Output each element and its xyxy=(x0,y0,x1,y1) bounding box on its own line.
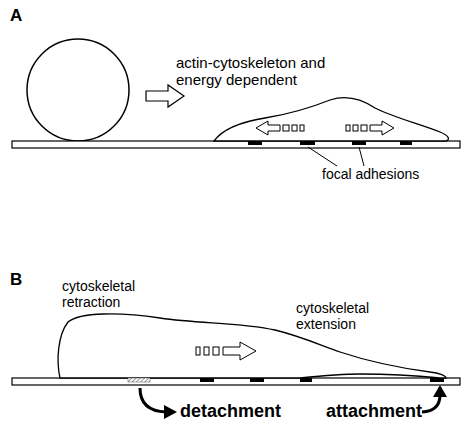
focal-adhesion xyxy=(200,378,214,382)
tension-arrow-right xyxy=(346,121,394,135)
movement-arrow xyxy=(196,342,256,360)
substrate-bar xyxy=(12,378,460,385)
focal-adhesion xyxy=(352,141,366,145)
event-label: detachment xyxy=(180,401,320,422)
migrating-cell xyxy=(58,314,446,378)
focal-adhesion xyxy=(300,378,312,382)
focal-adhesion xyxy=(430,378,444,382)
focal-adhesion xyxy=(248,141,262,145)
leader-line xyxy=(308,147,337,166)
detachment-arrow xyxy=(140,388,166,412)
panel-letter: B xyxy=(10,270,40,290)
process-label: cytoskeletal retraction xyxy=(62,278,157,310)
substrate-bar xyxy=(12,141,460,148)
event-label: attachment xyxy=(326,401,426,422)
arrow-head xyxy=(433,385,447,397)
callout-label: focal adhesions xyxy=(322,166,462,182)
focal-adhesion xyxy=(250,378,264,382)
focal-adhesion xyxy=(300,141,315,145)
panel-letter: A xyxy=(10,6,40,26)
attachment-arrow xyxy=(422,395,440,412)
process-label: cytoskeletal extension xyxy=(296,300,391,332)
detaching-adhesion xyxy=(128,378,150,382)
spread-cell xyxy=(214,98,448,141)
tension-arrow-left xyxy=(256,121,304,135)
process-label: actin-cytoskeleton and energy dependent xyxy=(176,54,356,89)
round-cell xyxy=(27,39,129,141)
focal-adhesion xyxy=(400,141,412,145)
arrow-head xyxy=(164,405,177,419)
leader-line xyxy=(359,147,364,166)
process-arrow xyxy=(146,85,184,107)
